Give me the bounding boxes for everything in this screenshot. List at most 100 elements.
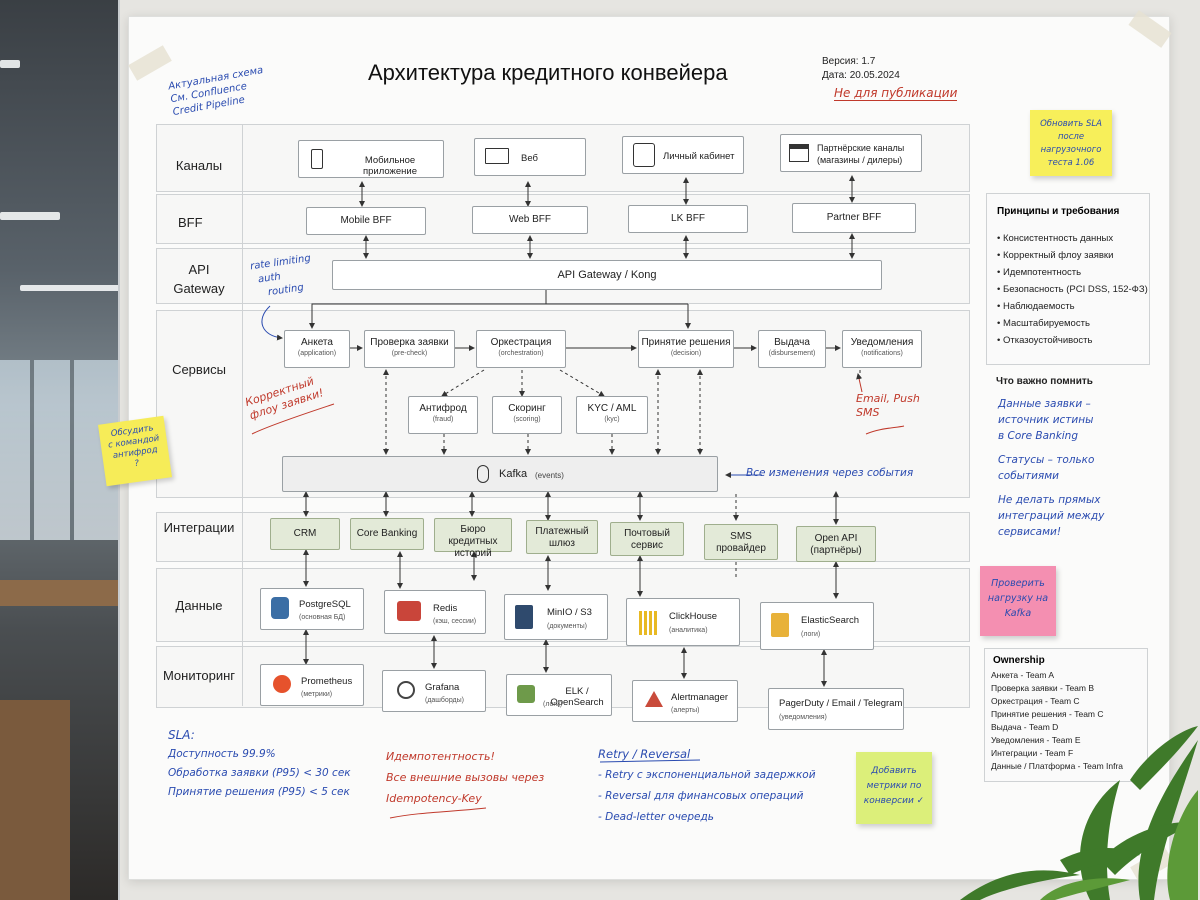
kafka-bus: Kafka (events) [282,456,718,492]
kafka-icon [477,465,489,483]
phone-icon [311,149,323,169]
sla-note: SLA: Доступность 99.9%Обработка заявки (… [168,728,351,798]
data-minio: MinIO / S3 (документы) [504,594,608,640]
principles-title: Принципы и требования [997,206,1120,217]
office-desk [0,580,120,606]
channel-mobile-app: Мобильное приложение [298,140,444,178]
lk-bff: LK BFF [628,205,748,233]
monitor-icon [485,148,509,164]
service-scoring: Скоринг(scoring) [492,396,562,434]
principle-item: • Безопасность (PCI DSS, 152-ФЗ) [997,284,1148,295]
row-label-channels: Каналы [175,158,223,173]
mobile-bff: Mobile BFF [306,207,426,235]
principle-item: • Идемпотентность [997,267,1082,278]
ceiling-light [0,60,20,68]
principle-item: • Консистентность данных [997,233,1114,244]
row-label-monitoring: Мониторинг [162,668,236,683]
kafka-note: Все изменения через события [746,467,914,479]
service-antifraud: Антифрод(fraud) [408,396,478,434]
api-gateway: API Gateway / Kong [332,260,882,290]
alert-icon [645,691,663,707]
channel-partners: Партнёрские каналы (магазины / дилеры) [780,134,922,172]
principle-item: • Отказоустойчивость [997,335,1093,346]
elasticsearch-icon [771,613,789,637]
web-bff: Web BFF [472,206,588,234]
data-elasticsearch: ElasticSearch (логи) [760,602,874,650]
service-disbursement: Выдача(disbursement) [758,330,826,368]
principle-item: • Наблюдаемость [997,301,1075,312]
postgresql-icon [271,597,289,619]
ownership-item: Анкета - Team A [991,670,1055,680]
channel-web: Веб [474,138,586,176]
principle-item: • Масштабируемость [997,318,1090,329]
user-icon [633,143,655,167]
ownership-item: Оркестрация - Team C [991,696,1080,706]
service-application: Анкета(application) [284,330,350,368]
row-label-bff: BFF [178,215,203,230]
channel-personal-account: Личный кабинет [622,136,744,174]
ceiling-light [0,212,60,220]
monitoring-grafana: Grafana (дашборды) [382,670,486,712]
principle-item: • Корректный флоу заявки [997,250,1114,261]
data-redis: Redis (кэш, сессии) [384,590,486,634]
ownership-item: Проверка заявки - Team B [991,683,1095,693]
elk-icon [517,685,535,703]
integration-core-banking: Core Banking [350,518,424,550]
integration-open-api: Open API(партнёры) [796,526,876,562]
idempotency-note: Идемпотентность!Все внешние вызовы через… [386,750,545,805]
row-label-services: Сервисы [172,362,226,377]
monitoring-pagerduty: PagerDuty / Email / Telegram (уведомлени… [768,688,904,730]
office-cabinet [0,700,70,900]
ownership-panel: Ownership Анкета - Team A Проверка заявк… [984,648,1148,782]
data-clickhouse: ClickHouse (аналитика) [626,598,740,646]
service-decision: Принятие решения(decision) [638,330,734,368]
retry-note: Retry / Reversal - Retry с экспоненциаль… [598,747,816,823]
service-orchestration: Оркестрация(orchestration) [476,330,566,368]
date-label: Дата: 20.05.2024 [822,70,900,81]
service-pre-check: Проверка заявки(pre-check) [364,330,455,368]
office-plant [960,726,1198,900]
row-label-integrations: Интеграции [163,520,235,535]
monitoring-elk: ELK / OpenSearch (логи) [506,674,612,716]
monitoring-prometheus: Prometheus (метрики) [260,664,364,706]
principles-list: • Консистентность данных • Корректный фл… [997,230,1148,349]
ownership-item: Данные / Платформа - Team Infra [991,761,1124,771]
ceiling-light [20,285,120,291]
service-notifications: Уведомления(notifications) [842,330,922,368]
prometheus-icon [273,675,291,693]
ownership-item: Выдача - Team D [991,722,1059,732]
ownership-item: Уведомления - Team E [991,735,1081,745]
not-for-publication-note: Не для публикации [834,86,958,101]
ownership-list: Анкета - Team A Проверка заявки - Team B… [991,669,1123,773]
ownership-item: Интеграции - Team F [991,748,1074,758]
partner-bff: Partner BFF [792,203,916,233]
data-postgresql: PostgreSQL (основная БД) [260,588,364,630]
ownership-title: Ownership [993,655,1045,666]
row-label-data: Данные [175,598,223,613]
page-title: Архитектура кредитного конвейера [368,60,728,85]
principles-panel: Принципы и требования • Консистентность … [986,193,1150,365]
remember-title: Что важно помнить [996,376,1093,387]
version-label: Версия: 1.7 [822,56,876,67]
grafana-icon [397,681,415,699]
integration-crm: CRM [270,518,340,550]
monitoring-alertmanager: Alertmanager (алерты) [632,680,738,722]
row-divider [242,124,243,706]
redis-icon [397,601,421,621]
minio-icon [515,605,533,629]
